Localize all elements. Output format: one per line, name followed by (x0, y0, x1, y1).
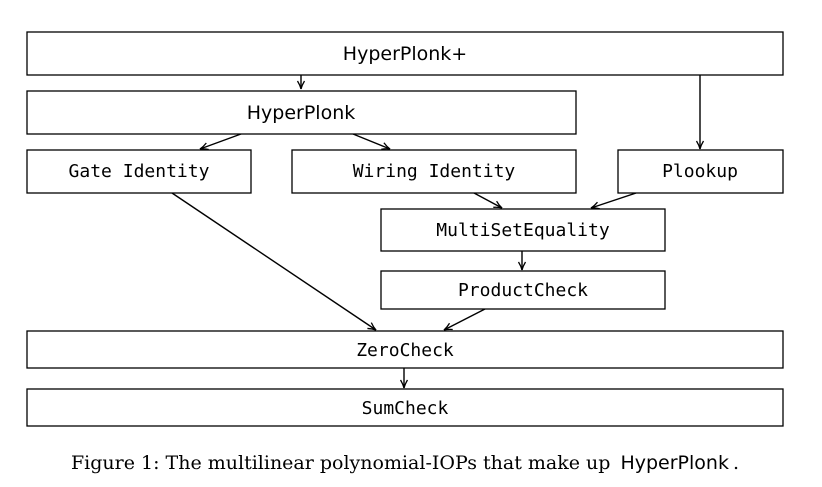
node-label-hyperplonk-plus: HyperPlonk+ (343, 43, 467, 65)
caption-period: . (733, 452, 739, 474)
figure-caption: Figure 1: The multilinear polynomial-IOP… (71, 452, 739, 474)
node-wiring-identity: Wiring Identity (291, 149, 577, 194)
node-hyperplonk-plus: HyperPlonk+ (26, 31, 784, 76)
node-label-gate-identity: Gate Identity (69, 161, 210, 182)
edge-plookup-to-multiset-equality (590, 192, 637, 210)
node-label-hyperplonk: HyperPlonk (247, 102, 356, 124)
node-product-check: ProductCheck (380, 270, 666, 310)
node-label-product-check: ProductCheck (458, 280, 588, 301)
node-label-wiring-identity: Wiring Identity (353, 161, 516, 182)
edge-hyperplonk-to-gate-identity (199, 133, 242, 151)
edge-gate-identity-to-zero-check (171, 192, 377, 331)
node-multiset-equality: MultiSetEquality (380, 208, 666, 252)
edge-product-check-to-zero-check (443, 308, 486, 331)
node-label-plookup: Plookup (662, 161, 738, 182)
caption-hyperplonk: HyperPlonk (620, 452, 729, 474)
edges (171, 75, 705, 389)
node-zero-check: ZeroCheck (26, 330, 784, 369)
edge-wiring-identity-to-multiset-equality (473, 192, 503, 209)
node-label-zero-check: ZeroCheck (356, 340, 454, 361)
edge-hyperplonk-to-wiring-identity (352, 133, 391, 150)
node-label-multiset-equality: MultiSetEquality (436, 220, 610, 241)
caption-prefix: Figure 1: The multilinear polynomial-IOP… (71, 452, 610, 474)
node-sum-check: SumCheck (26, 388, 784, 427)
node-gate-identity: Gate Identity (26, 149, 252, 194)
node-hyperplonk: HyperPlonk (26, 90, 577, 135)
node-label-sum-check: SumCheck (362, 398, 449, 419)
node-plookup: Plookup (617, 149, 784, 194)
